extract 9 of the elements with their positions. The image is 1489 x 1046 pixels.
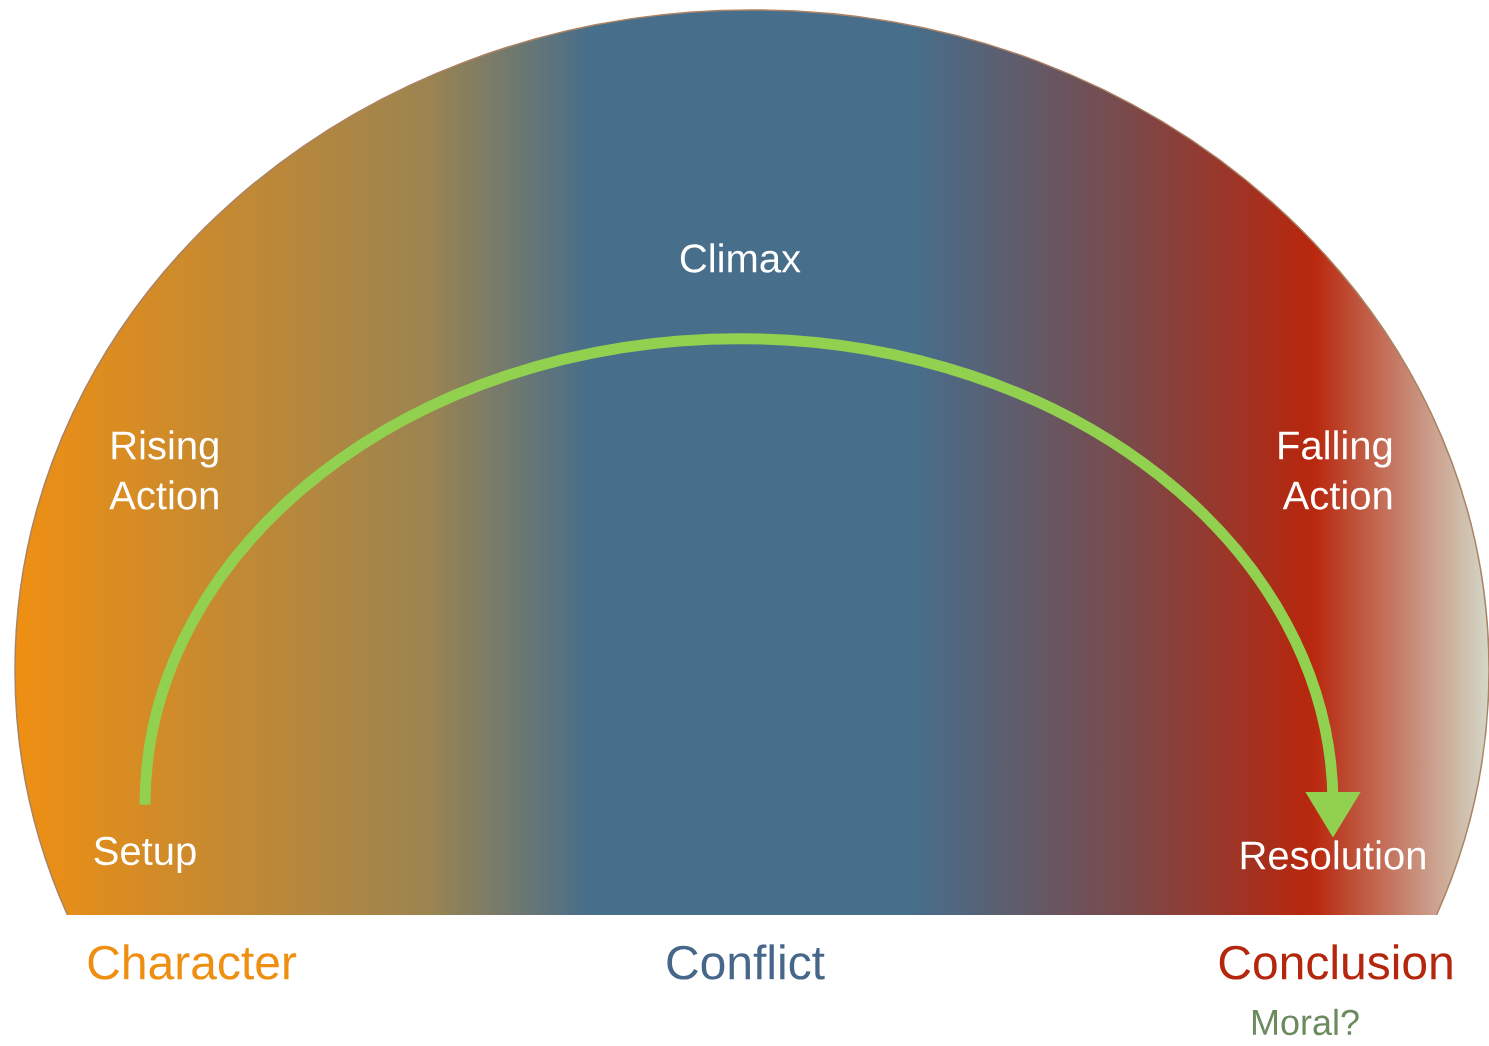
element-heading: Conclusion	[1219, 944, 1452, 980]
stage-label: Falling Action	[1279, 430, 1392, 510]
stage-label: Rising Action	[109, 430, 218, 510]
note-text: Moral?	[1252, 1008, 1359, 1036]
element-heading: Character	[88, 944, 297, 980]
stage-label: Climax	[680, 243, 801, 273]
stage-label: Setup	[94, 836, 196, 874]
stage-label: Resolution	[1241, 840, 1425, 870]
element-heading: Conflict	[667, 944, 825, 980]
